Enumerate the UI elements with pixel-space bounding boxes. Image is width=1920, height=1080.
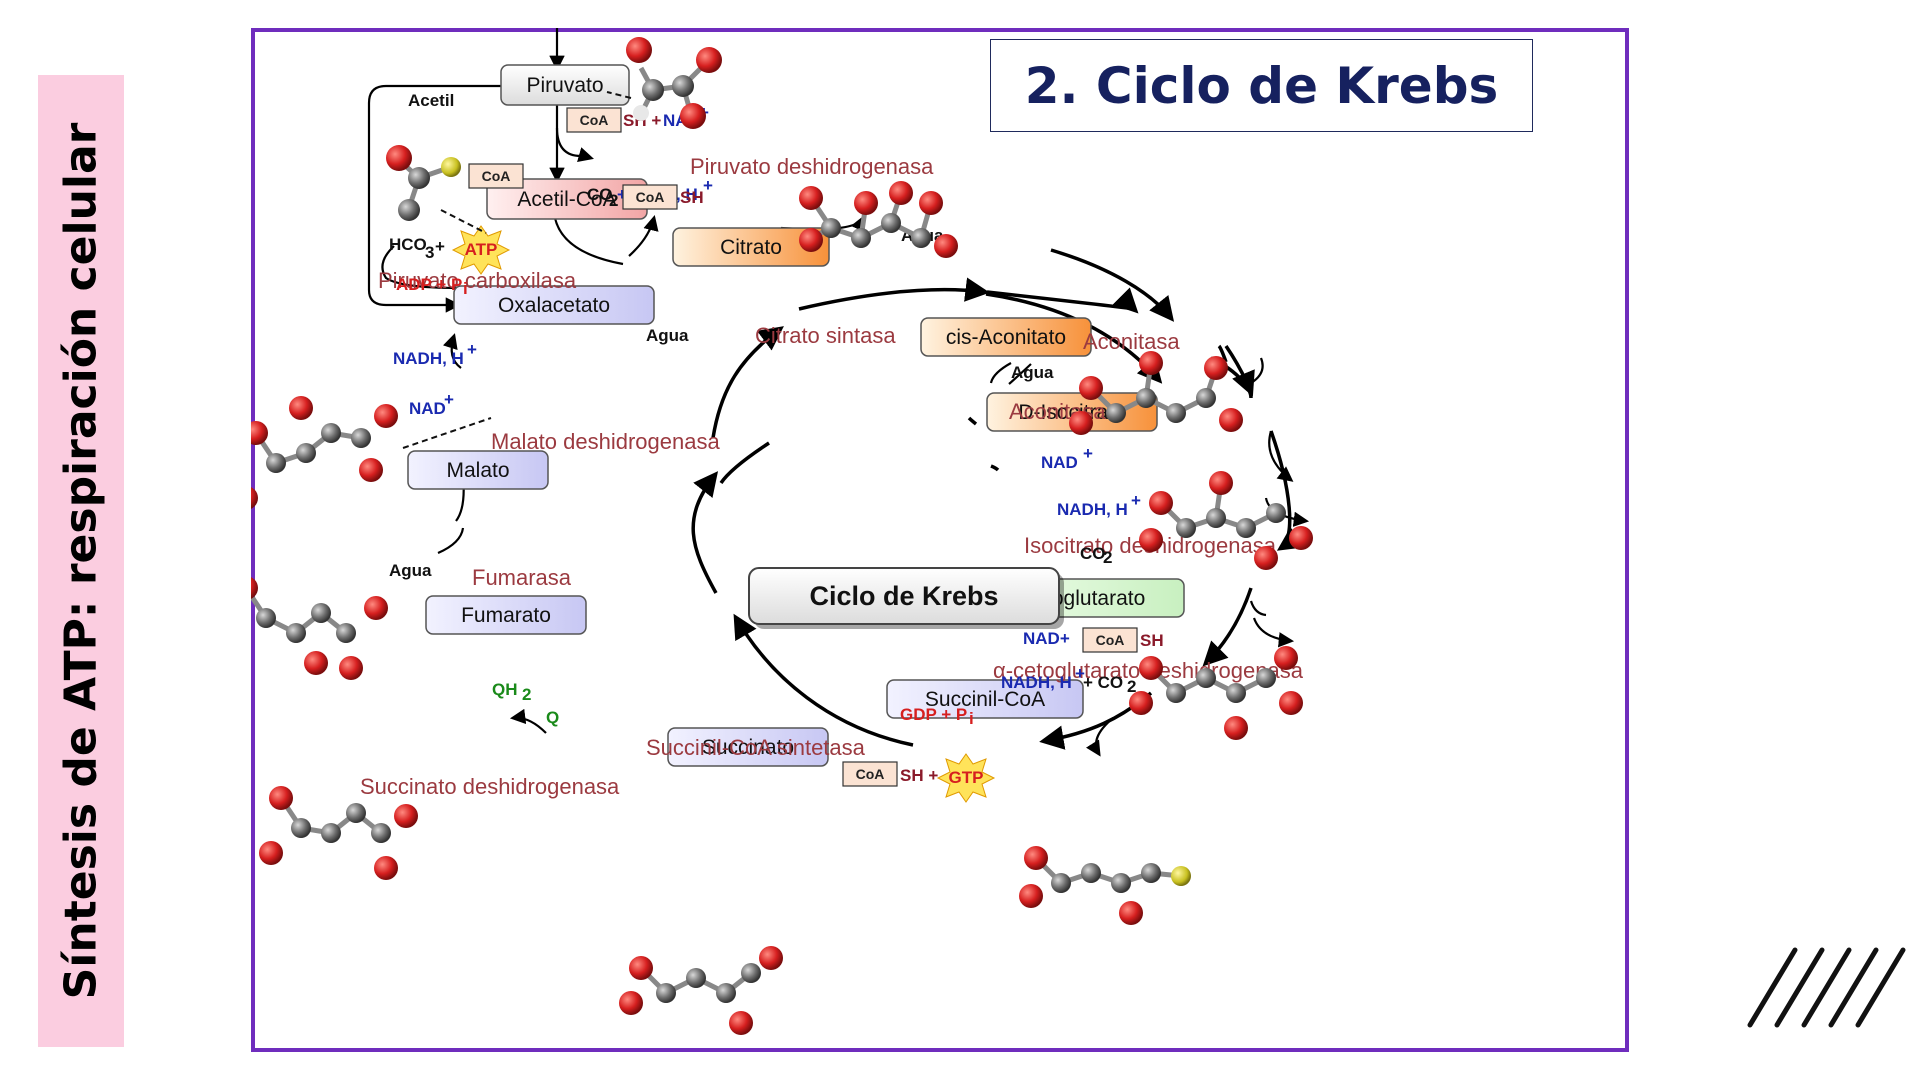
- side-arrows: [367, 28, 1310, 757]
- label-nadh-h: NADH, H: [1057, 500, 1128, 519]
- label-nad-plus: NAD+: [1023, 629, 1070, 648]
- node-cis-aconitato: cis-Aconitato: [920, 317, 1092, 357]
- label-sup-plus: +: [1075, 664, 1085, 683]
- cycle-ring: [691, 248, 1305, 750]
- label-sub-2: 2: [522, 685, 531, 704]
- node-malato: Malato: [407, 450, 549, 490]
- molecule-icon: [626, 37, 722, 129]
- label-sub-3: 3: [425, 243, 434, 262]
- label-sup-plus: +: [467, 340, 477, 359]
- slashes-decoration-icon: [1747, 947, 1906, 1028]
- label-nad: NAD: [409, 399, 446, 418]
- coa-label: CoA: [482, 168, 511, 184]
- label-co2: CO: [1080, 544, 1106, 563]
- enzyme-piruvato-deshidrogenasa: Piruvato deshidrogenasa: [690, 154, 934, 179]
- label-gdp-pi: GDP + P: [900, 705, 967, 724]
- label-q: Q: [546, 708, 559, 727]
- molecule-models: [251, 37, 1313, 1035]
- node-label: cis-Aconitato: [946, 326, 1066, 349]
- enzyme-malato-deshidrogenasa: Malato deshidrogenasa: [491, 429, 720, 454]
- label-sup-plus: +: [1131, 491, 1141, 510]
- label-nadh-h: NADH, H: [1001, 673, 1072, 692]
- molecule-icon: [386, 145, 461, 221]
- enzyme-fumarasa: Fumarasa: [472, 565, 572, 590]
- label-sh-plus: SH +: [900, 766, 938, 785]
- label-sub-2: 2: [1127, 677, 1136, 696]
- sidebar-band: [38, 75, 124, 1047]
- molecule-icon: [251, 396, 398, 509]
- node-acetil-coa: Acetil-CoA: [486, 178, 648, 220]
- molecule-icon: [1129, 646, 1303, 740]
- enzyme-succinil-coa-sintetasa: Succinil-CoA sintetasa: [646, 735, 866, 760]
- sidebar-title: Síntesis de ATP: respiración celular: [55, 122, 107, 1000]
- node-label: Malato: [446, 459, 509, 482]
- node-oxalacetato: Oxalacetato: [453, 285, 655, 325]
- molecule-icon: [799, 181, 958, 258]
- molecule-icon: [259, 786, 418, 880]
- label-sh: SH: [1140, 631, 1164, 650]
- node-piruvato: Piruvato: [500, 64, 630, 106]
- label-co2: CO: [587, 185, 613, 204]
- label-sub-i: i: [969, 709, 974, 728]
- node-label: Piruvato: [526, 74, 603, 97]
- enzyme-piruvato-carboxilasa: Piruvato carboxilasa: [378, 268, 577, 293]
- coa-box: [1082, 627, 1138, 653]
- center-label-box: Ciclo de Krebs: [748, 567, 1064, 629]
- node-succinil-coa: Succinil-CoA: [886, 679, 1084, 719]
- label-nadh-h-co2: + CO: [1083, 673, 1123, 692]
- molecule-icon: [1139, 471, 1313, 570]
- coa-box: [468, 163, 524, 189]
- label-agua-citrato-sintasa: Agua: [646, 326, 689, 345]
- krebs-cycle-diagram: Piruvato Acetil-CoA Citrato cis-Aconitat…: [251, 28, 1313, 1035]
- enzyme-citrato-sintasa: Citrato sintasa: [755, 323, 896, 348]
- atp-burst-icon: [451, 225, 511, 275]
- coa-label: CoA: [1096, 632, 1125, 648]
- label-agua-fumarasa: Agua: [389, 561, 432, 580]
- node-fumarato: Fumarato: [425, 595, 587, 635]
- molecule-icon: [1069, 351, 1243, 435]
- label-hco3: HCO: [389, 235, 427, 254]
- enzyme-aconitasa-1: Aconitasa: [1083, 329, 1180, 354]
- label-nad: NAD: [1041, 453, 1078, 472]
- coa-label: CoA: [856, 766, 885, 782]
- coa-box: [842, 761, 898, 787]
- molecule-icon: [1019, 846, 1191, 925]
- label-sh: SH: [680, 188, 704, 207]
- coa-label: CoA: [580, 112, 609, 128]
- label-qh2: QH: [492, 680, 518, 699]
- label-sup-plus: +: [444, 390, 454, 409]
- label-atp: ATP: [465, 240, 498, 259]
- label-sup-plus: +: [1083, 444, 1093, 463]
- molecule-icon: [251, 577, 388, 680]
- center-label: Ciclo de Krebs: [809, 581, 998, 611]
- node-label: Succinato: [702, 736, 794, 759]
- molecule-icon: [619, 946, 783, 1035]
- label-adp-pi: ADP + P: [396, 275, 462, 294]
- label-agua-aconitasa: Agua: [1011, 363, 1054, 382]
- label-nadh-h: NADH, H: [393, 349, 464, 368]
- label-acetil: Acetil: [408, 91, 454, 110]
- coa-box: [566, 107, 622, 133]
- label-sub-i: i: [463, 279, 468, 298]
- node-label: Citrato: [720, 236, 782, 259]
- label-sup-plus: +: [703, 176, 713, 195]
- label-sub-2: 2: [609, 191, 618, 210]
- label-gtp: GTP: [949, 768, 984, 787]
- node-label: Fumarato: [461, 604, 551, 627]
- dashed-connectors: [402, 91, 632, 449]
- slide-title: 2. Ciclo de Krebs: [1024, 56, 1499, 115]
- gtp-burst-icon: [936, 753, 996, 803]
- coa-box: [622, 184, 678, 210]
- node-label: D-Isocitrato: [1018, 401, 1125, 424]
- node-label: Succinil-CoA: [925, 688, 1045, 711]
- label-plus: +: [435, 237, 445, 256]
- node-citrato: Citrato: [672, 227, 830, 267]
- label-sub-2: 2: [1103, 548, 1112, 567]
- enzyme-succinato-deshidrogenasa: Succinato deshidrogenasa: [360, 774, 620, 799]
- node-label: Acetil-CoA: [517, 188, 616, 211]
- coa-label: CoA: [636, 189, 665, 205]
- node-label: Oxalacetato: [498, 294, 610, 317]
- slide-title-box: 2. Ciclo de Krebs: [990, 39, 1533, 132]
- node-succinato: Succinato: [667, 727, 829, 767]
